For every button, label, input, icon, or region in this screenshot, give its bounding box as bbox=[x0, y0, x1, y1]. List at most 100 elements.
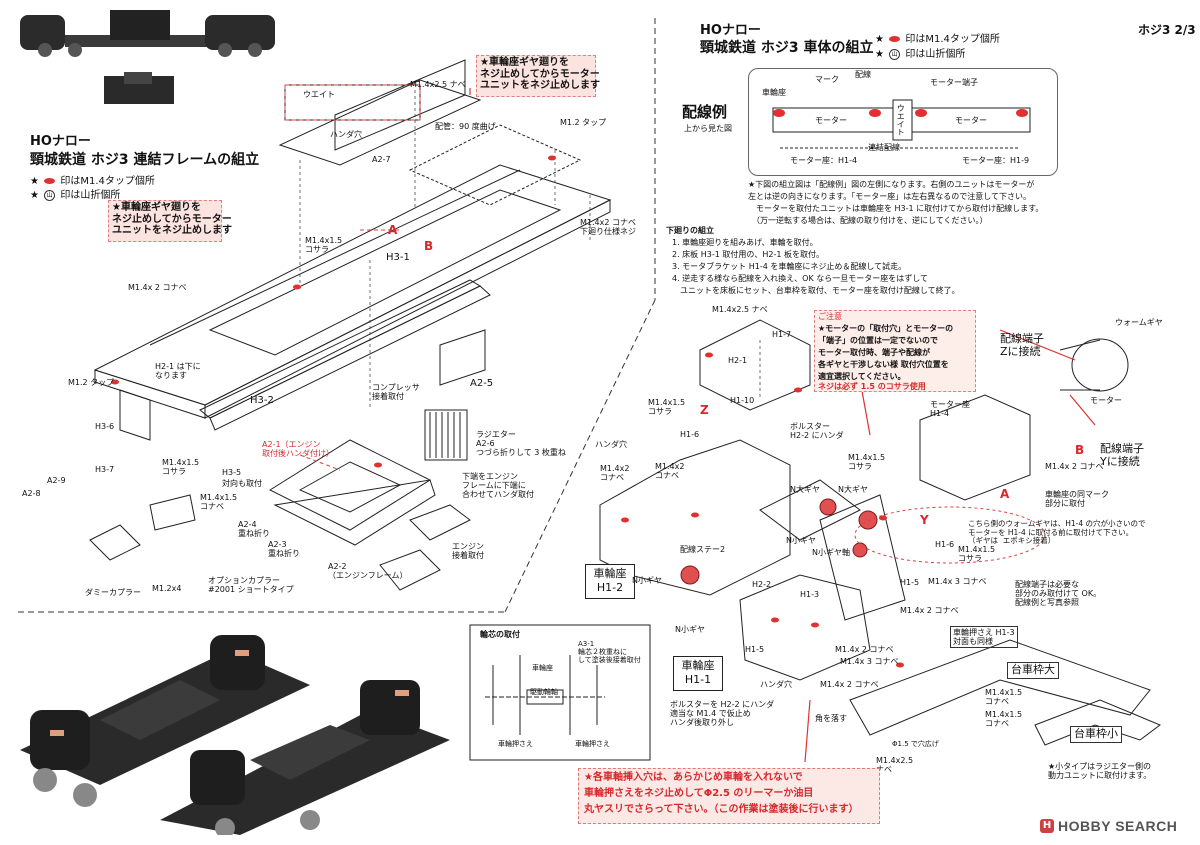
label-dummy-coupler: ダミーカプラー bbox=[85, 588, 141, 597]
label-a22: A2-2 （エンジンフレーム） bbox=[328, 562, 408, 581]
label-r-m14x2-konabe6: M1.4x 2 コナベ bbox=[820, 680, 879, 689]
label-m14x15-konabe2: M1.4x1.5 コナベ bbox=[985, 710, 1023, 729]
hobby-search-logo-icon: H bbox=[1040, 819, 1054, 833]
label-wheel-press: 車輪押さえ H1-3 対面も同様 bbox=[950, 626, 1018, 649]
left-note-top-text: ★車輪座ギヤ廻りを ネジ止めしてからモーター ユニットをネジ止めします bbox=[480, 57, 600, 91]
axle-wheel-seat: 車輪座 bbox=[532, 664, 553, 672]
label-bogie-small: 台車枠小 bbox=[1070, 726, 1122, 743]
assembly-step-5: ユニットを床板にセット、台車枠を取付、モーター座を取付け配線して終了。 bbox=[680, 286, 960, 295]
engine-photo-small bbox=[104, 68, 174, 110]
label-z-mark: Z bbox=[700, 403, 709, 417]
label-m14x2-right: M1.4x2 コナベ 下廻り仕様ネジ bbox=[580, 218, 636, 237]
page-number: ホジ3 2/3 bbox=[1138, 23, 1196, 37]
label-r-m14x15-kosara2: M1.4x1.5 コサラ bbox=[848, 453, 886, 472]
label-bogie-large: 台車枠大 bbox=[1007, 662, 1059, 679]
label-m14x15-konabe: M1.4x1.5 コナベ bbox=[985, 688, 1023, 707]
label-m12tap-left: M1.2 タップ bbox=[68, 378, 115, 387]
red-dot-icon bbox=[889, 36, 901, 42]
label-taiko: 対向も取付 bbox=[222, 479, 262, 488]
footer-l3: 丸ヤスリでさらって下さい。（この作業は塗装後に行います） bbox=[584, 804, 859, 815]
left-note-mid bbox=[108, 200, 222, 242]
caution-head: ご注意 bbox=[818, 312, 842, 321]
assembly-step-3: 3. モータブラケット H1-4 を車輪座にネジ止め＆配線して試走。 bbox=[672, 262, 907, 271]
wiring-seat-h19: モーター座：H1-9 bbox=[962, 156, 1030, 165]
label-m12tap-top: M1.2 タップ bbox=[560, 118, 607, 127]
left-legend-tap: ★ 印はM1.4タップ個所 bbox=[30, 176, 155, 187]
wiring-mark: マーク bbox=[815, 75, 839, 84]
label-h31: H3-1 bbox=[386, 252, 410, 263]
label-solder-hole-a: ハンダ穴 bbox=[595, 440, 627, 449]
label-m14x3-konabe2: M1.4x 3 コナベ bbox=[840, 657, 899, 666]
fold-mark-icon: 山 bbox=[889, 48, 901, 60]
label-h32: H3-2 bbox=[250, 395, 274, 406]
label-motor: モーター bbox=[1090, 396, 1122, 405]
right-legend-tap: ★ 印はM1.4タップ個所 bbox=[875, 34, 1000, 45]
label-bolster: ボルスター H2-2 にハンダ bbox=[790, 422, 844, 441]
note-line-4: （万一逆転する場合は、配線の取り付けを、逆にしてください。） bbox=[752, 216, 988, 225]
label-r-b-mark: B bbox=[1075, 443, 1085, 457]
note-line-2: 左とは逆の向きになります。「モーター座」は左右異なるので注意して下さい。 bbox=[748, 192, 1031, 201]
label-r-m14x2-konabe2: M1.4x2 コナベ bbox=[655, 462, 685, 481]
label-wiring-terminal-z: 配線端子 Zに接続 bbox=[1000, 332, 1044, 358]
caution-l6: ネジは必ず 1.5 のコサラ使用 bbox=[818, 382, 926, 391]
wiring-connect: 連結配線 bbox=[868, 143, 900, 152]
caution-l5: 適宜選択してください。 bbox=[818, 372, 906, 381]
label-r-h21: H2-1 bbox=[728, 356, 748, 365]
note-line-3: モーターを取付たユニットは車輪座を H3-1 に取付けてから取付け配線します。 bbox=[756, 204, 1044, 213]
assembly-step-4: 4. 逆走する様なら配線を入れ換え、OK なら一旦モーター座をはずして bbox=[672, 274, 929, 283]
label-hole15: Φ1.5 で穴広げ bbox=[892, 740, 939, 748]
label-n-small-gear4: N小ギヤ bbox=[675, 625, 705, 634]
caution-l2: 「端子」の位置は一定でないので bbox=[818, 336, 938, 345]
wheel-seat-h11: 車輪座 H1-1 bbox=[681, 659, 715, 687]
label-wiring-terminal-y: 配線端子 Yに接続 bbox=[1100, 442, 1144, 468]
wiring-motor-b: モーター bbox=[955, 116, 987, 125]
assembly-step-2: 2. 床板 H3-1 取付用の、H2-1 板を取付。 bbox=[672, 250, 824, 259]
label-a-mark: A bbox=[388, 223, 398, 237]
label-a23: A2-3 重ね折り bbox=[268, 540, 300, 559]
axle-press-left: 車輪押さえ bbox=[498, 740, 533, 748]
wiring-wiring: 配線 bbox=[855, 70, 871, 79]
label-r-m14x25-top: M1.4x2.5 ナベ bbox=[712, 305, 768, 314]
right-legend-fold: ★ 山 印は山折個所 bbox=[875, 48, 966, 60]
label-motor-seat-h14: モーター座 H1-4 bbox=[930, 400, 970, 419]
label-small-type-note: ★小タイプはラジエター側の 動力ユニットに取付けます。 bbox=[1048, 762, 1152, 781]
label-m14x25-nabe: M1.4x2.5 ナベ bbox=[876, 756, 914, 775]
note-line-1: ★下図の組立図は「配線例」図の左側になります。右側のユニットはモーターが bbox=[748, 180, 1035, 189]
label-h15: H1-5 bbox=[900, 578, 920, 587]
label-compressor: コンプレッサ 接着取付 bbox=[372, 383, 420, 402]
label-b-mark: B bbox=[424, 239, 434, 253]
left-title: 頸城鉄道 ホジ3 連結フレームの組立 bbox=[30, 152, 260, 168]
label-m12x4: M1.2x4 bbox=[152, 584, 182, 593]
left-legend-fold: ★ 山 印は山折個所 bbox=[30, 189, 121, 201]
assembly-step-1: 1. 車輪座廻りを組みあげ、車輪を取付。 bbox=[672, 238, 818, 247]
wiring-seat-h14: モーター座：H1-4 bbox=[790, 156, 858, 165]
label-m14x15-sara: M1.4x1.5 コサラ bbox=[305, 236, 343, 255]
label-h16: H1-6 bbox=[935, 540, 955, 549]
right-brand: HOナロー bbox=[700, 23, 761, 38]
label-h16-top: H1-6 bbox=[680, 430, 700, 439]
fold-mark-icon: 山 bbox=[44, 189, 56, 201]
label-solder-hole-b: ハンダ穴 bbox=[760, 680, 792, 689]
label-n-small-gear2: N小ギヤ bbox=[786, 536, 816, 545]
axle-title: 輪芯の取付 bbox=[480, 630, 520, 639]
label-n-small-gear3: N小ギヤ軸 bbox=[812, 548, 850, 557]
wheel-seat-h12-box: 車輪座 H1-2 bbox=[585, 564, 635, 599]
caution-box bbox=[814, 310, 976, 392]
label-h36: H3-6 bbox=[95, 422, 115, 431]
label-radiator: ラジエター A2-6 つづら折りして 3 枚重ね bbox=[476, 430, 566, 458]
label-r-m14x2-konabe5: M1.4x 2 コナベ bbox=[835, 645, 894, 654]
label-h35: H3-5 bbox=[222, 468, 242, 477]
label-engine: エンジン 接着取付 bbox=[452, 542, 484, 561]
label-corner: 角を落す bbox=[815, 714, 847, 723]
wiring-example-box bbox=[748, 68, 1058, 176]
label-r-m14x15-kosara3: M1.4x1.5 コサラ bbox=[958, 545, 996, 564]
wheel-seat-h12: 車輪座 H1-2 bbox=[593, 567, 627, 595]
assembly-title: 下廻りの組立 bbox=[666, 226, 714, 235]
label-a21-note: A2-1（エンジン 取付後ハンダ付け） bbox=[262, 440, 334, 459]
label-lower-edge: 下端をエンジン フレームに下端に 合わせてハンダ取付 bbox=[462, 472, 534, 500]
chassis-photo-top bbox=[15, 5, 287, 59]
label-y-mark: Y bbox=[920, 513, 929, 527]
label-h15b: H1-5 bbox=[745, 645, 765, 654]
label-r-m14x15-kosara: M1.4x1.5 コサラ bbox=[648, 398, 686, 417]
